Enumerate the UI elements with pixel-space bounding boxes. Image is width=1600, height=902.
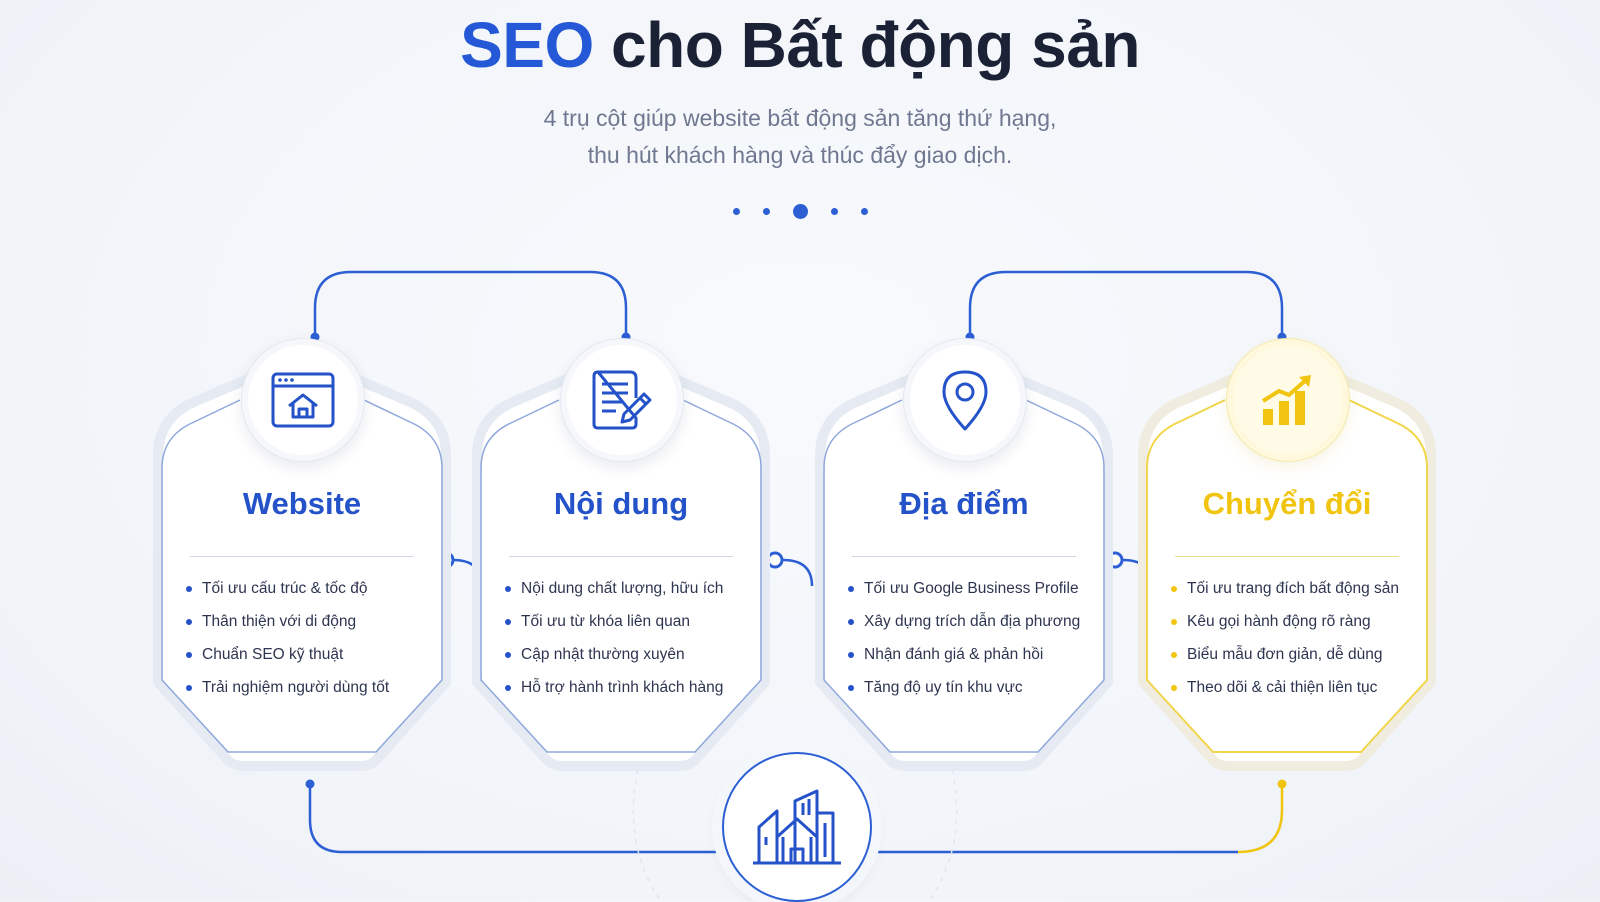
link-2-3 — [782, 558, 814, 587]
list-item: Xây dựng trích dẫn địa phương — [846, 605, 1080, 638]
list-item: Hỗ trợ hành trình khách hàng — [503, 671, 723, 704]
list-item: Nội dung chất lượng, hữu ích — [503, 572, 723, 605]
divider — [1175, 556, 1399, 557]
content-icon-circle — [560, 338, 684, 462]
growth-chart-icon — [1261, 375, 1311, 425]
list-item: Chuẩn SEO kỹ thuật — [184, 638, 389, 671]
card-shape — [153, 351, 451, 771]
pillar-card-website: Website Tối ưu cấu trúc & tốc độ Thân th… — [152, 338, 452, 771]
center-building-circle — [722, 752, 872, 902]
list-item: Theo dõi & cải thiện liên tục — [1169, 671, 1399, 704]
pillar-list: Tối ưu Google Business Profile Xây dựng … — [846, 572, 1080, 704]
pillar-card-conversion: Chuyển đổi Tối ưu trang đích bất động sả… — [1137, 338, 1437, 771]
pagination-dot[interactable] — [762, 208, 770, 215]
list-item: Tăng độ uy tín khu vực — [846, 671, 1080, 704]
list-item: Biểu mẫu đơn giản, dễ dùng — [1169, 638, 1399, 671]
list-item: Tối ưu trang đích bất động sản — [1169, 572, 1399, 605]
list-item: Nhận đánh giá & phản hồi — [846, 638, 1080, 671]
city-buildings-icon — [753, 789, 841, 865]
bottom-line-left — [308, 784, 722, 854]
page-title: SEO cho Bất động sản — [0, 8, 1600, 82]
document-pen-icon — [592, 370, 652, 430]
list-item: Cập nhật thường xuyên — [503, 638, 723, 671]
list-item: Tối ưu Google Business Profile — [846, 572, 1080, 605]
pagination-dot[interactable] — [732, 208, 740, 215]
conversion-icon-circle — [1226, 338, 1350, 462]
pagination-dots — [0, 204, 1600, 219]
title-rest: cho Bất động sản — [593, 9, 1140, 81]
list-item: Tối ưu từ khóa liên quan — [503, 605, 723, 638]
website-icon-circle — [241, 338, 365, 462]
pillar-card-location: Địa điểm Tối ưu Google Business Profile … — [814, 338, 1114, 771]
top-arc-right — [968, 270, 1284, 336]
pillar-title: Chuyển đổi — [1202, 486, 1372, 521]
pillar-list: Tối ưu trang đích bất động sản Kêu gọi h… — [1169, 572, 1399, 704]
list-item: Tối ưu cấu trúc & tốc độ — [184, 572, 389, 605]
pillar-title: Địa điểm — [899, 486, 1029, 521]
subtitle: 4 trụ cột giúp website bất động sản tăng… — [0, 100, 1600, 174]
pillar-list: Nội dung chất lượng, hữu ích Tối ưu từ k… — [503, 572, 723, 704]
list-item: Thân thiện với di động — [184, 605, 389, 638]
pillar-title: Website — [242, 486, 362, 521]
card-shape — [815, 351, 1113, 771]
location-pin-icon — [942, 370, 988, 431]
pagination-dot[interactable] — [830, 208, 838, 215]
card-shape — [472, 351, 770, 771]
pagination-dot-active[interactable] — [792, 204, 808, 219]
pagination-dot[interactable] — [860, 208, 868, 215]
title-accent: SEO — [460, 9, 594, 81]
pillar-list: Tối ưu cấu trúc & tốc độ Thân thiện với … — [184, 572, 389, 704]
list-item: Trải nghiệm người dùng tốt — [184, 671, 389, 704]
subtitle-line-2: thu hút khách hàng và thúc đẩy giao dịch… — [587, 142, 1013, 168]
subtitle-line-1: 4 trụ cột giúp website bất động sản tăng… — [543, 105, 1057, 131]
divider — [852, 556, 1076, 557]
divider — [190, 556, 414, 557]
top-arc-left — [313, 270, 628, 336]
bottom-line-yellow — [1237, 784, 1284, 854]
list-item: Kêu gọi hành động rõ ràng — [1169, 605, 1399, 638]
card-shape — [1138, 351, 1436, 771]
pillar-title: Nội dung — [553, 486, 689, 521]
pillar-card-content: Nội dung Nội dung chất lượng, hữu ích Tố… — [471, 338, 771, 771]
divider — [509, 556, 733, 557]
location-icon-circle — [903, 338, 1027, 462]
browser-home-icon — [271, 372, 335, 428]
